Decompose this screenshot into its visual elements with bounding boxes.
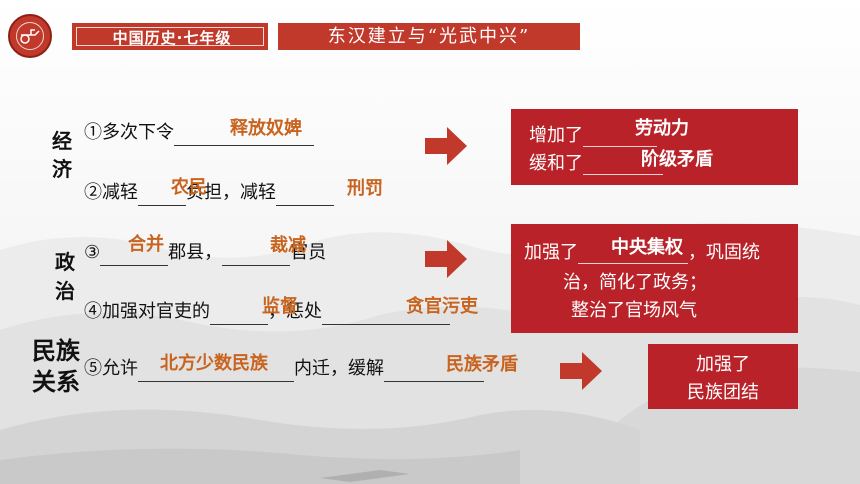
result-line: 民族团结 bbox=[687, 382, 759, 403]
measure-row-3: ③ 郡县， 官员 bbox=[84, 240, 326, 266]
answer-blank bbox=[384, 361, 484, 382]
answer-corrupt-officials: 贪官污吏 bbox=[406, 296, 478, 317]
arrow-right-icon bbox=[560, 352, 602, 390]
row-text: 允许 bbox=[102, 358, 138, 379]
page-title: 东汉建立与“光武中兴” bbox=[327, 26, 531, 47]
answer-release-slaves: 释放奴婢 bbox=[230, 118, 302, 139]
row-text: ，惩处 bbox=[268, 301, 322, 322]
row-text: 加强对官吏的 bbox=[102, 301, 210, 322]
answer-centralization: 中央集权 bbox=[611, 237, 683, 258]
measure-row-5: ⑤允许 内迁，缓解 bbox=[84, 356, 484, 382]
result-line: 治，简化了政务； bbox=[563, 272, 707, 293]
answer-blank bbox=[322, 304, 450, 325]
row-number: ⑤ bbox=[84, 358, 102, 379]
answer-blank bbox=[276, 185, 334, 206]
result-line: 整治了官场风气 bbox=[571, 300, 697, 321]
answer-blank bbox=[583, 156, 663, 175]
measure-row-4: ④加强对官吏的 ，惩处 bbox=[84, 299, 450, 325]
answer-merge: 合并 bbox=[128, 234, 164, 255]
answer-labor: 劳动力 bbox=[635, 118, 689, 139]
answer-blank bbox=[138, 185, 186, 206]
category-ethnic-1: 民族 bbox=[32, 336, 80, 365]
answer-blank bbox=[578, 245, 688, 264]
row-text: 多次下令 bbox=[102, 122, 174, 143]
result-line: 加强了 ，巩固统 bbox=[524, 238, 760, 264]
answer-northern-minorities: 北方少数民族 bbox=[160, 353, 268, 374]
result-box-ethnic: 加强了 民族团结 bbox=[648, 344, 798, 409]
result-line: 增加了 bbox=[529, 121, 657, 147]
category-politics-2: 治 bbox=[55, 279, 75, 303]
answer-blank bbox=[222, 245, 291, 266]
row-text: 郡县， bbox=[168, 242, 223, 263]
row-text: 官员 bbox=[290, 242, 327, 263]
chariot-icon bbox=[20, 29, 40, 44]
row-number: ③ bbox=[84, 242, 101, 263]
answer-blank bbox=[100, 245, 169, 266]
subject-tag: 中国历史·七年级 bbox=[72, 23, 268, 50]
row-number: ① bbox=[84, 122, 102, 143]
logo-ring bbox=[16, 22, 44, 50]
result-text: 增加了 bbox=[529, 125, 583, 146]
subject-label: 中国历史·七年级 bbox=[112, 29, 232, 47]
answer-farmers: 农民 bbox=[171, 177, 207, 198]
category-ethnic-2: 关系 bbox=[32, 367, 80, 396]
category-economy-2: 济 bbox=[52, 157, 72, 181]
answer-ethnic-conflict: 民族矛盾 bbox=[446, 354, 518, 375]
answer-punishment: 刑罚 bbox=[347, 178, 383, 199]
topic-tag: 东汉建立与“光武中兴” bbox=[278, 23, 580, 50]
answer-supervise: 监督 bbox=[262, 296, 298, 317]
seal-logo bbox=[8, 14, 52, 58]
arrow-right-icon bbox=[425, 127, 467, 165]
result-line: 缓和了 bbox=[529, 149, 663, 175]
arrow-right-icon bbox=[425, 240, 467, 278]
result-text: 加强了 bbox=[524, 242, 578, 263]
answer-blank bbox=[210, 304, 268, 325]
answer-reduce: 裁减 bbox=[270, 235, 306, 256]
result-box-politics: 加强了 ，巩固统 中央集权 治，简化了政务； 整治了官场风气 bbox=[511, 224, 798, 333]
result-line: 加强了 bbox=[696, 354, 750, 375]
result-text: 缓和了 bbox=[529, 153, 583, 174]
row-number: ② bbox=[84, 182, 102, 203]
answer-blank bbox=[174, 125, 314, 146]
row-text: 负担，减轻 bbox=[186, 182, 276, 203]
result-box-economy: 增加了 劳动力 缓和了 阶级矛盾 bbox=[511, 109, 798, 185]
answer-blank bbox=[583, 128, 657, 147]
answer-blank bbox=[138, 361, 294, 382]
measure-row-1: ①多次下令 bbox=[84, 120, 314, 146]
measure-row-2: ②减轻 负担，减轻 bbox=[84, 180, 334, 206]
answer-class-conflict: 阶级矛盾 bbox=[641, 149, 713, 170]
row-number: ④ bbox=[84, 301, 102, 322]
row-text: 内迁，缓解 bbox=[294, 358, 384, 379]
row-text: 减轻 bbox=[102, 182, 138, 203]
category-economy-1: 经 bbox=[52, 129, 72, 153]
result-text: ，巩固统 bbox=[688, 242, 760, 263]
category-politics-1: 政 bbox=[55, 250, 75, 274]
